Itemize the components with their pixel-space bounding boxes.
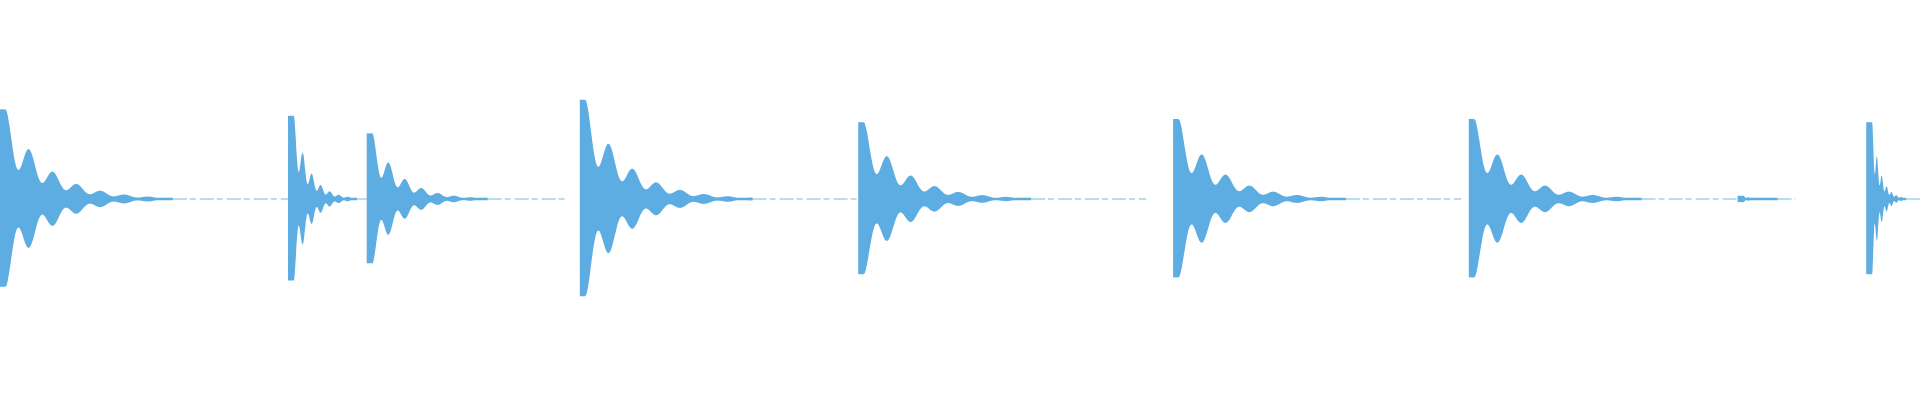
waveform-envelope (0, 109, 173, 287)
waveform-envelope (1468, 119, 1642, 278)
waveform-envelope (579, 99, 753, 297)
waveform-hit-1 (0, 109, 288, 287)
waveform-hit-9 (1866, 122, 1920, 275)
waveform-hit-7 (1468, 119, 1757, 278)
waveform-envelope (1737, 195, 1778, 203)
waveform-envelope (366, 133, 488, 264)
waveform-envelope (858, 122, 1031, 275)
waveform-envelope (288, 115, 358, 281)
waveform-hit-5 (858, 122, 1147, 275)
waveform-hit-6 (1173, 119, 1462, 278)
waveform-envelope (1866, 122, 1907, 275)
waveform-envelope (1173, 119, 1346, 278)
waveform-hit-8 (1737, 195, 1796, 203)
waveform-hit-3 (366, 133, 569, 264)
waveform-hit-4 (579, 99, 868, 297)
